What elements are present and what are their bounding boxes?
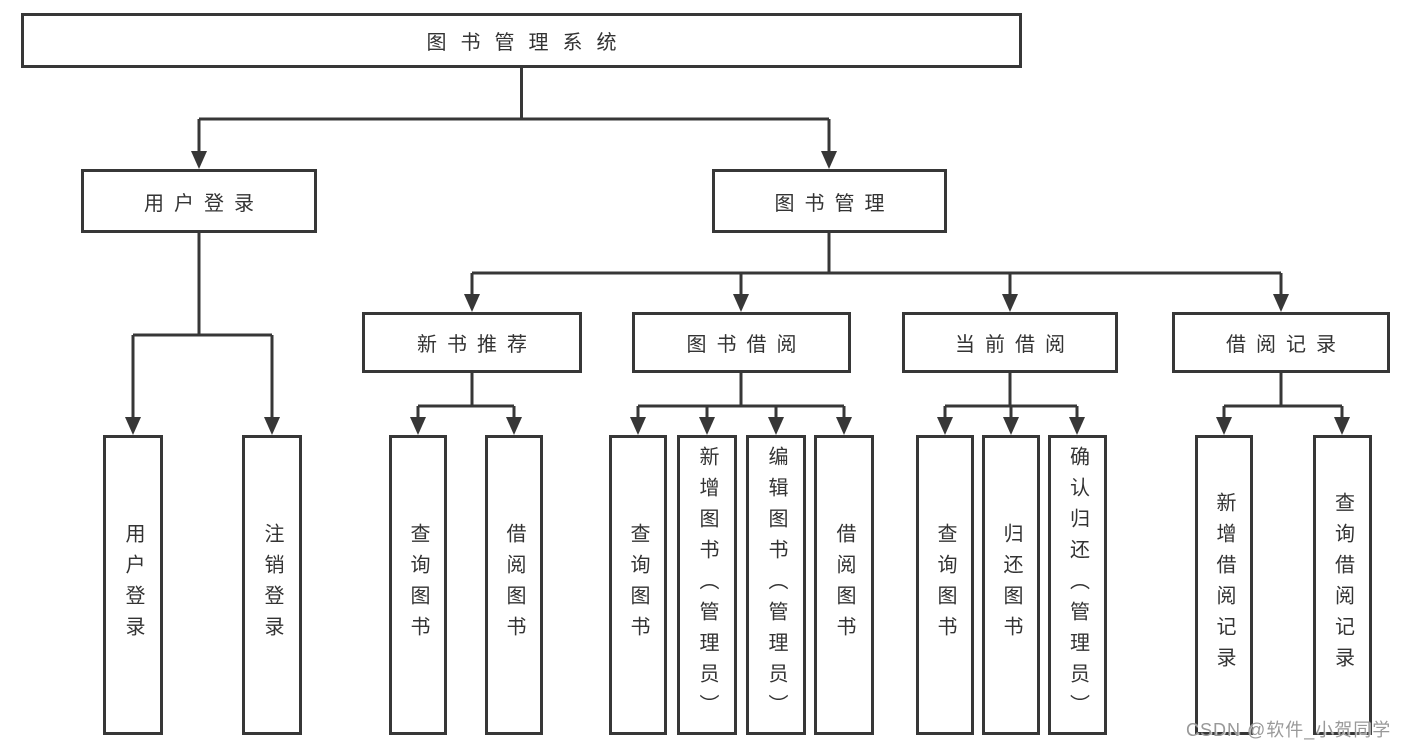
arrowhead	[1334, 417, 1350, 435]
node-label: 新增借阅记录	[1213, 492, 1235, 678]
node-book-borrow: 图书借阅	[632, 312, 851, 373]
arrowhead	[836, 417, 852, 435]
leaf-add-book-admin: 新增图书（管理员）	[677, 435, 737, 735]
connector-bookmgmt-to-level3	[470, 233, 1283, 298]
leaf-borrow-book: 借阅图书	[814, 435, 874, 735]
node-label: 当前借阅	[955, 334, 1075, 356]
arrowhead	[191, 151, 207, 169]
arrowhead	[464, 294, 480, 312]
node-user-login: 用户登录	[81, 169, 317, 233]
arrowhead	[1069, 417, 1085, 435]
node-label: 查询图书	[627, 523, 649, 647]
connector-userlogin-to-leaves	[131, 233, 274, 421]
node-label: 新增图书（管理员）	[696, 445, 718, 725]
node-current-borrow: 当前借阅	[902, 312, 1118, 373]
node-label: 借阅图书	[503, 523, 525, 647]
leaf-query-borrow-record: 查询借阅记录	[1313, 435, 1372, 735]
leaf-borrow-book: 借阅图书	[485, 435, 543, 735]
connector-root-to-level2	[197, 68, 831, 156]
node-label: 确认归还（管理员）	[1066, 445, 1089, 725]
leaf-edit-book-admin: 编辑图书（管理员）	[746, 435, 806, 735]
csdn-watermark: CSDN @软件_小贺同学	[1186, 720, 1392, 740]
node-label: 查询图书	[934, 523, 956, 647]
node-label: 归还图书	[1000, 523, 1022, 647]
arrowhead	[733, 294, 749, 312]
arrowhead	[630, 417, 646, 435]
arrowhead	[1002, 294, 1018, 312]
connector-currentborrow-to-leaves	[943, 373, 1079, 421]
connector-bookborrow-to-leaves	[636, 373, 846, 421]
node-label: 注销登录	[261, 523, 283, 647]
node-borrow-records: 借阅记录	[1172, 312, 1390, 373]
leaf-query-books: 查询图书	[916, 435, 974, 735]
arrowhead	[1003, 417, 1019, 435]
node-label: 借阅图书	[833, 523, 855, 647]
connector-newbook-to-leaves	[416, 373, 516, 421]
arrowhead	[699, 417, 715, 435]
arrowhead	[1216, 417, 1232, 435]
arrowhead	[768, 417, 784, 435]
node-book-management: 图书管理	[712, 169, 947, 233]
node-label: 图书管理	[774, 192, 895, 215]
leaf-add-borrow-record: 新增借阅记录	[1195, 435, 1253, 735]
arrowhead	[937, 417, 953, 435]
leaf-query-books: 查询图书	[609, 435, 667, 735]
arrowhead	[410, 417, 426, 435]
node-label: 图书借阅	[686, 334, 807, 356]
leaf-user-login: 用户登录	[103, 435, 163, 735]
leaf-logout-login: 注销登录	[242, 435, 302, 735]
node-label: 图书管理系统	[426, 32, 631, 54]
node-label: 用户登录	[144, 192, 264, 215]
leaf-return-book: 归还图书	[982, 435, 1040, 735]
node-label: 查询图书	[407, 523, 429, 647]
arrowhead	[125, 417, 141, 435]
node-library-system: 图书管理系统	[21, 13, 1022, 68]
node-label: 用户登录	[122, 523, 144, 647]
node-new-book-recommend: 新书推荐	[362, 312, 582, 373]
arrowhead	[506, 417, 522, 435]
node-label: 查询借阅记录	[1331, 492, 1354, 678]
node-label: 编辑图书（管理员）	[765, 445, 787, 725]
node-label: 借阅记录	[1226, 334, 1346, 356]
leaf-confirm-return-admin: 确认归还（管理员）	[1048, 435, 1107, 735]
node-label: 新书推荐	[417, 334, 537, 356]
arrowhead	[821, 151, 837, 169]
connector-borrowrecords-to-leaves	[1222, 373, 1344, 421]
arrowhead	[264, 417, 280, 435]
arrowhead	[1273, 294, 1289, 312]
arrowheads	[125, 151, 1350, 435]
leaf-query-books: 查询图书	[389, 435, 447, 735]
